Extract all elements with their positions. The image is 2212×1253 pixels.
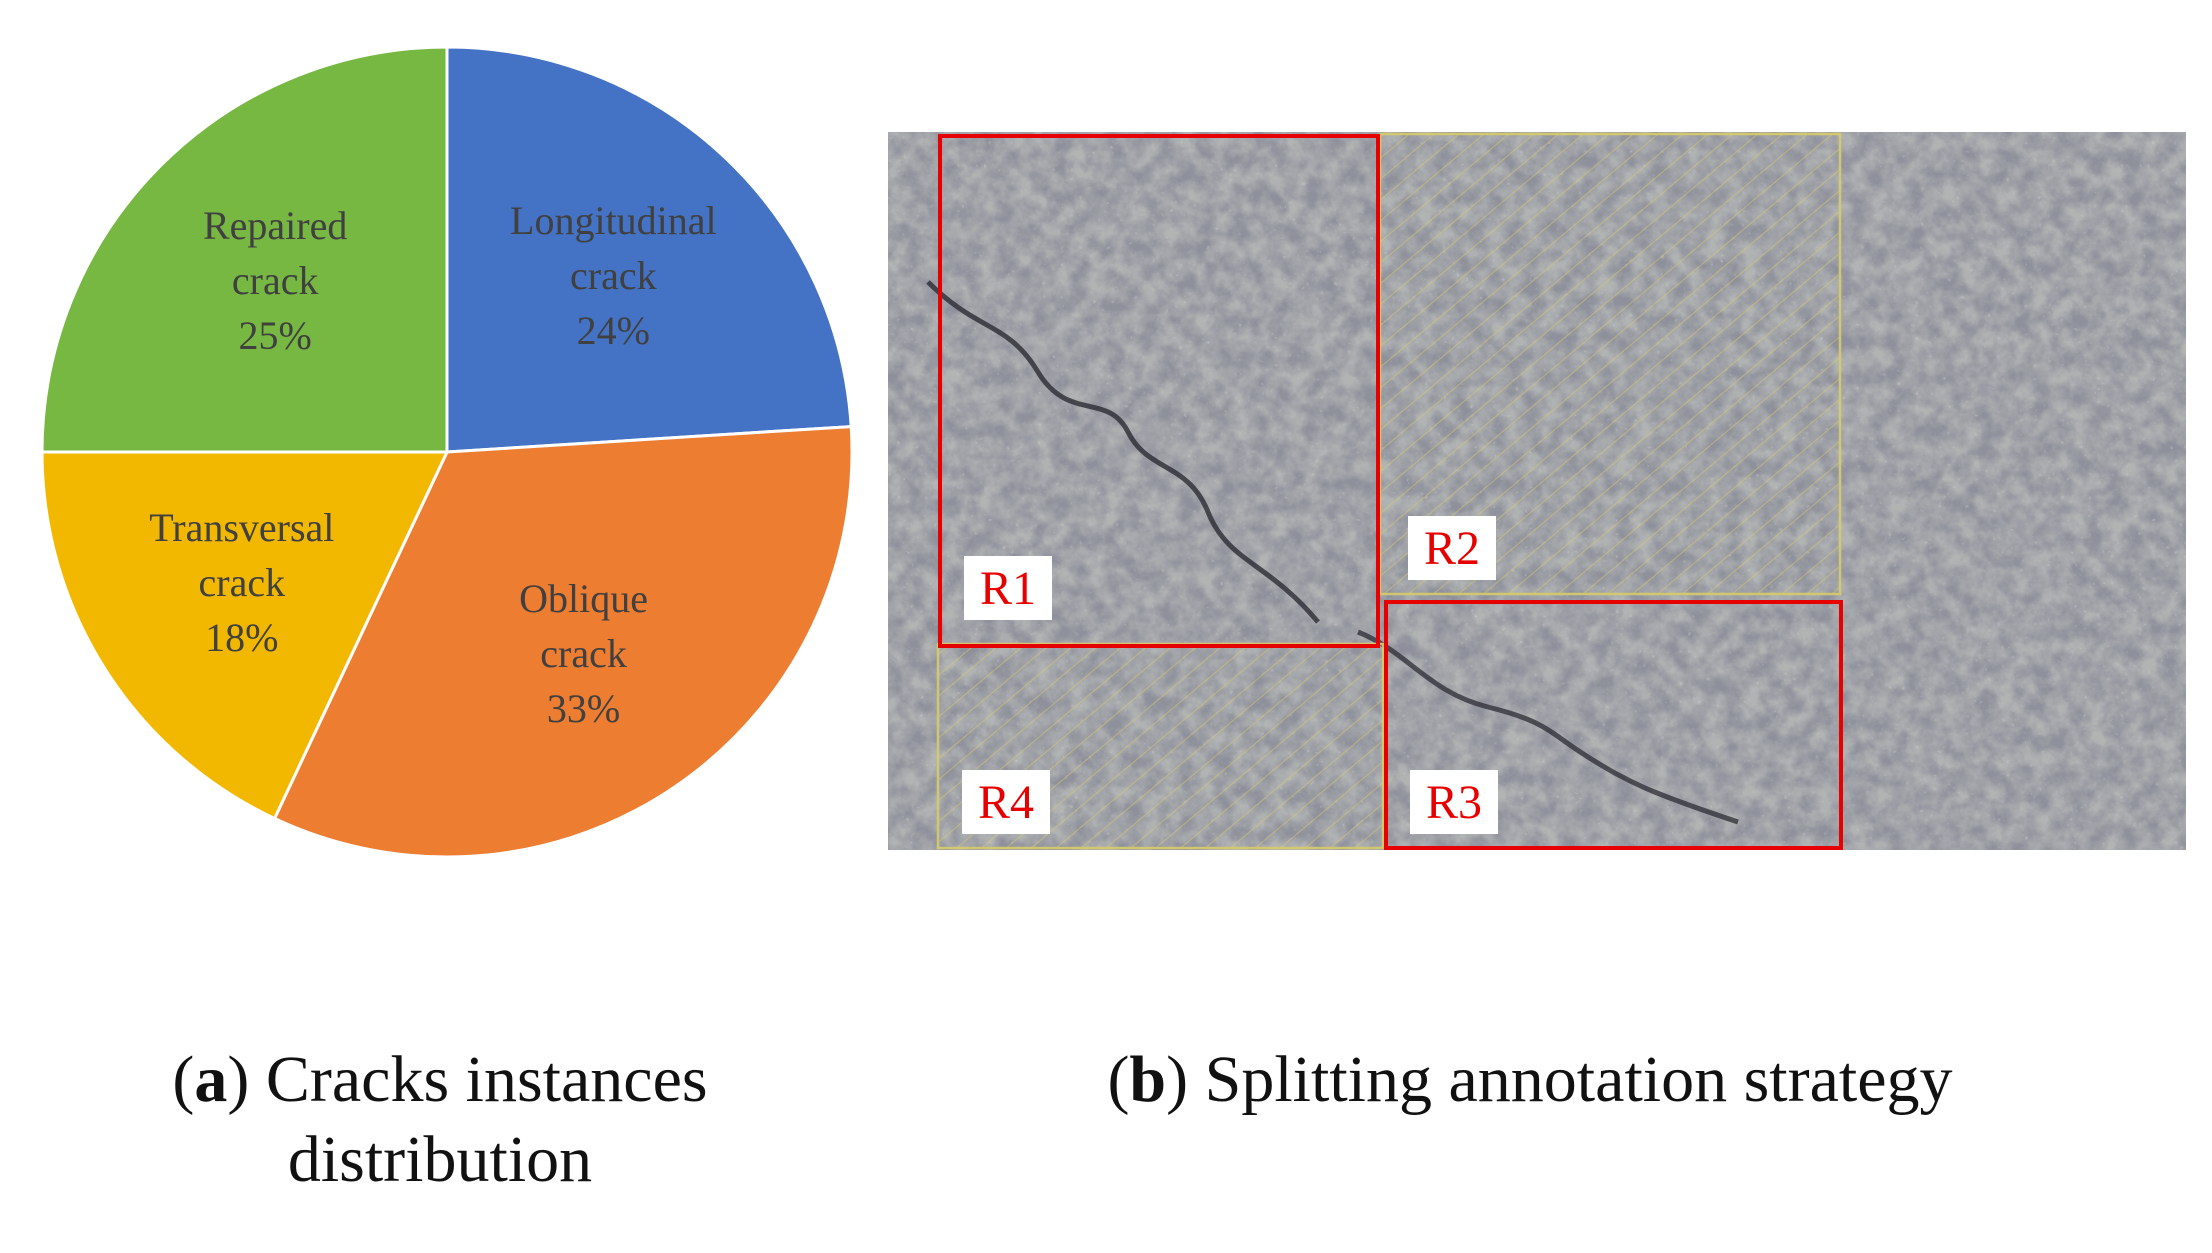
- pie-slice-transversal: [40, 450, 450, 821]
- caption-b-text: Splitting annotation strategy: [1204, 1043, 1953, 1116]
- region-label-r1: R1: [964, 556, 1052, 620]
- region-r3: [1384, 600, 1843, 850]
- pie-slices: [40, 45, 854, 859]
- caption-a-line2: distribution: [287, 1123, 593, 1196]
- crack-line-r3: [1357, 629, 1739, 825]
- region-r1: [938, 134, 1380, 648]
- svg-text:R3: R3: [1426, 776, 1482, 829]
- region-label-r3: R3: [1410, 770, 1498, 834]
- pie-slice-repaired: [40, 45, 449, 454]
- region-label-r4: R4: [962, 770, 1050, 834]
- caption-b: (b) Splitting annotation strategy: [1107, 1043, 1953, 1116]
- crack-line-r1: [926, 280, 1320, 624]
- caption-a: (a) Cracks instances distribution: [172, 1043, 708, 1196]
- pavement-image: R1 R2 R3 R4: [888, 132, 2186, 850]
- svg-text:R1: R1: [980, 562, 1036, 615]
- caption-b-letter: b: [1129, 1043, 1167, 1116]
- region-label-r2: R2: [1408, 516, 1496, 580]
- svg-text:R4: R4: [978, 776, 1034, 829]
- pie-slice-oblique: [272, 424, 854, 859]
- caption-a-line1: Cracks instances: [265, 1043, 708, 1116]
- caption-a-letter: a: [194, 1043, 228, 1116]
- svg-text:R2: R2: [1424, 522, 1480, 575]
- pie-slice-longitudinal: [445, 45, 853, 454]
